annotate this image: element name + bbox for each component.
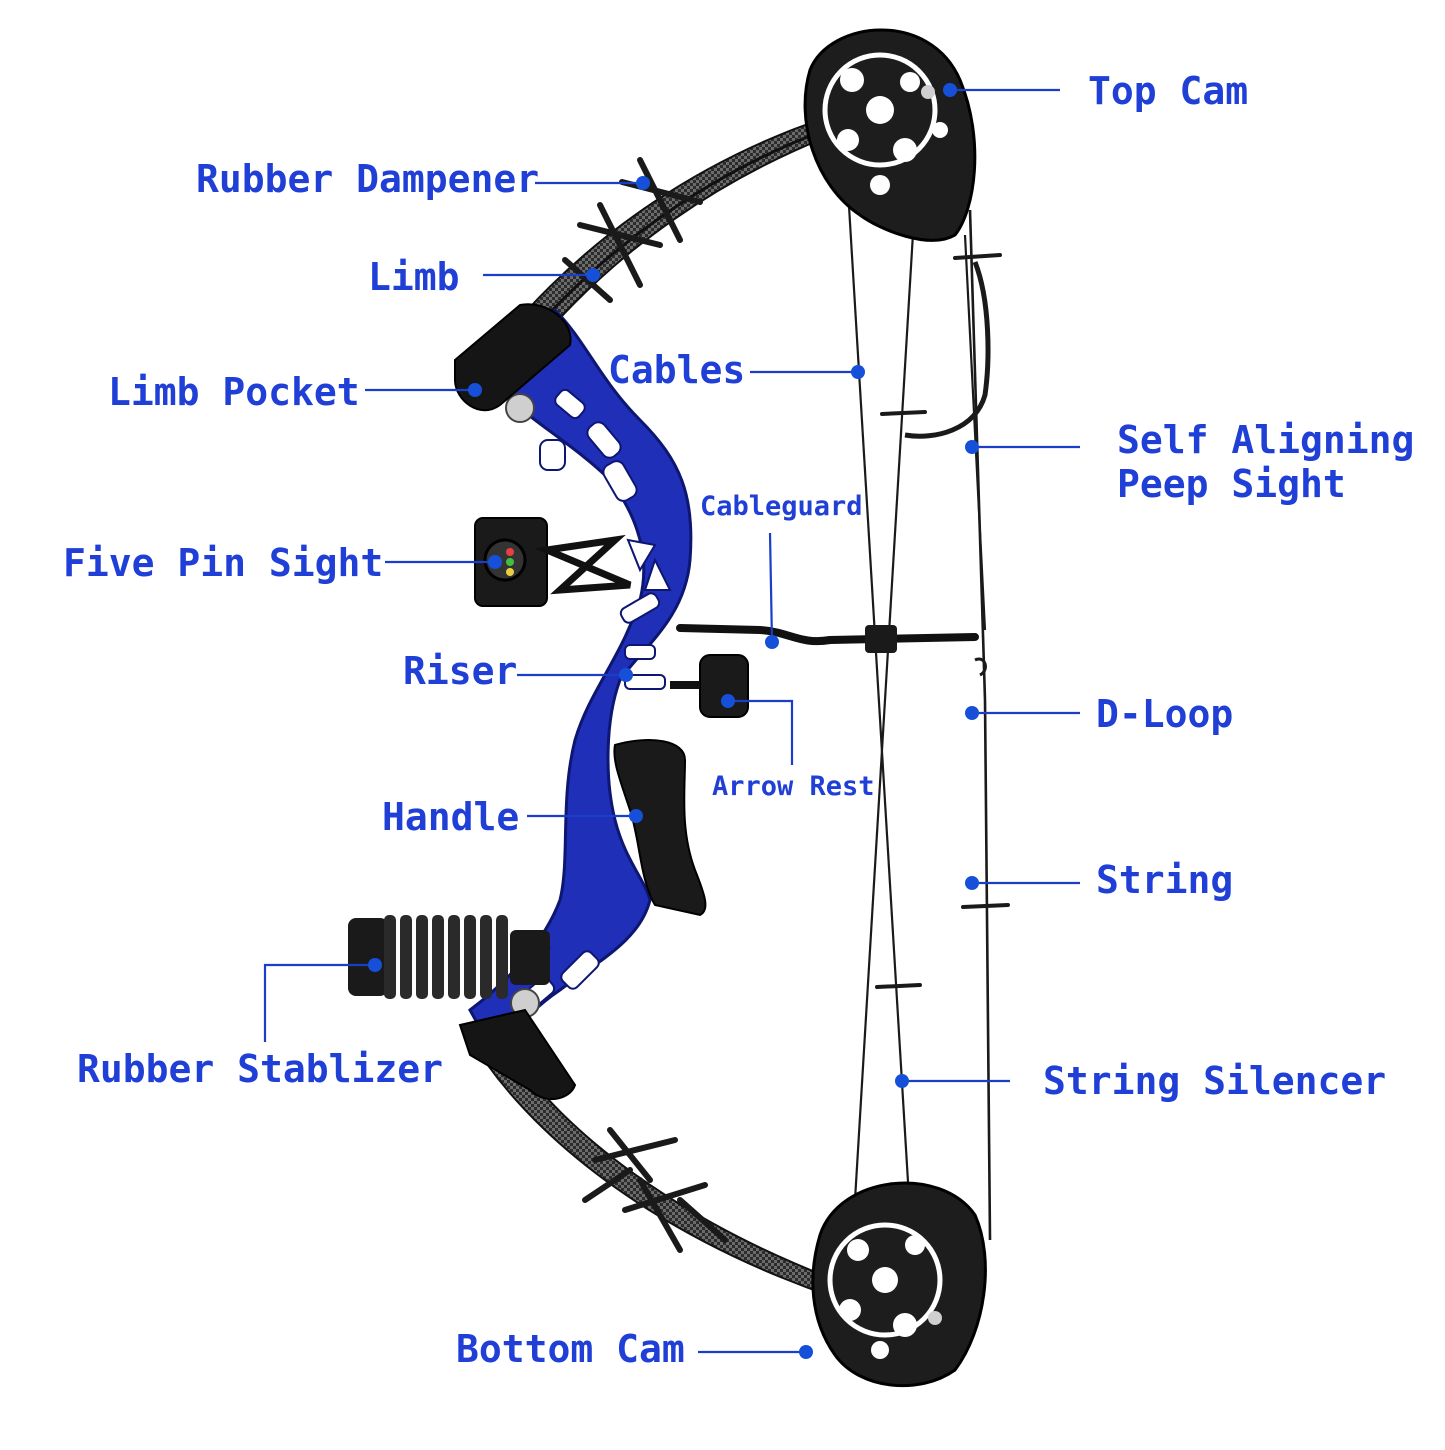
bow-illustration [348,28,1010,1388]
label-peep-sight: Peep Sight [1117,462,1346,506]
label-arrow-rest: Arrow Rest [712,771,875,802]
label-d-loop: D-Loop [1096,692,1233,736]
cable-guard [676,624,979,653]
leader-cableguard [768,532,774,643]
dot-cables [851,365,865,379]
string-silencers [875,253,1010,989]
dot-five-pin-sight [488,555,502,569]
dot-cableguard [765,635,779,649]
dot-bottom-cam [799,1345,813,1359]
dot-rubber-dampener [636,176,650,190]
label-five-pin-sight: Five Pin Sight [63,541,383,585]
sight-pin-icon [474,517,632,607]
label-string-silencer: String Silencer [1043,1059,1386,1103]
cables [843,139,987,1251]
label-rubber-dampener: Rubber Dampener [196,157,539,201]
label-bottom-cam: Bottom Cam [456,1327,685,1371]
dot-self-aligning [965,440,979,454]
d-loop-knot [974,657,987,677]
dot-d-loop [965,706,979,720]
dot-handle [629,809,643,823]
arrow-rest [670,654,749,718]
peep-sight-tube [904,261,991,439]
label-string: String [1096,858,1233,902]
limb-pocket-lower [458,1008,577,1100]
dot-limb [586,268,600,282]
label-top-cam: Top Cam [1088,69,1248,113]
dot-top-cam [943,83,957,97]
rubber-dampener-upper [562,157,703,303]
dot-rubber-stablizer [368,958,382,972]
label-limb: Limb [368,255,460,299]
dot-arrow-rest [721,694,735,708]
top-cam-icon [803,28,977,242]
label-handle: Handle [382,795,519,839]
leader-dots [368,83,979,1359]
riser-bolt-upper [505,393,535,423]
leaders [263,88,1080,1354]
dot-string-silencer [895,1074,909,1088]
label-cableguard: Cableguard [700,491,863,522]
leader-rubber-stablizer [263,963,375,1042]
labels: Top Cam Rubber Dampener Limb Limb Pocket… [63,69,1414,1371]
dot-riser [619,668,633,682]
bottom-cam-icon [811,1181,987,1388]
limb-pocket-upper [454,303,572,412]
label-limb-pocket: Limb Pocket [108,370,360,414]
label-rubber-stablizer: Rubber Stablizer [77,1047,443,1091]
label-self-aligning: Self Aligning [1117,418,1414,462]
riser-cutouts [519,388,672,1011]
leader-arrow-rest [728,699,794,765]
dot-limb-pocket [468,383,482,397]
label-riser: Riser [403,649,517,693]
ribbed-stabilizer-icon [348,915,550,999]
dot-string [965,876,979,890]
bowstring [968,209,992,1241]
handle-grip [613,739,707,917]
label-cables: Cables [608,348,745,392]
rubber-dampener-lower [582,1127,728,1253]
